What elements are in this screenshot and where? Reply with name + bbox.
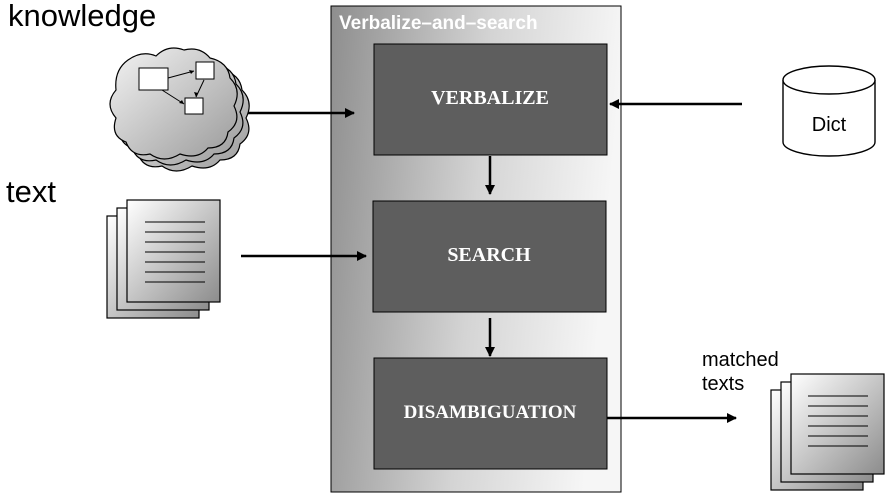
output-label: matched texts [702, 348, 779, 396]
stage-search: SEARCH [373, 201, 606, 312]
stage-disambiguation-label: DISAMBIGUATION [404, 402, 577, 423]
output-label-line2: texts [702, 372, 779, 396]
output-label-line1: matched [702, 348, 779, 372]
stage-disambiguation: DISAMBIGUATION [374, 358, 607, 469]
dict-label: Dict [812, 114, 847, 136]
stage-search-label: SEARCH [447, 244, 531, 266]
knowledge-label: knowledge [8, 0, 156, 34]
pipeline-title: Verbalize–and–search [339, 13, 538, 34]
output-document-stack-icon [771, 374, 884, 490]
stage-verbalize: VERBALIZE [374, 44, 607, 155]
document-stack-icon [107, 200, 220, 318]
cloud-graph-stack-icon [110, 48, 249, 171]
database-cylinder-icon: Dict [783, 66, 875, 156]
text-label: text [6, 174, 56, 210]
stage-verbalize-label: VERBALIZE [431, 87, 549, 109]
